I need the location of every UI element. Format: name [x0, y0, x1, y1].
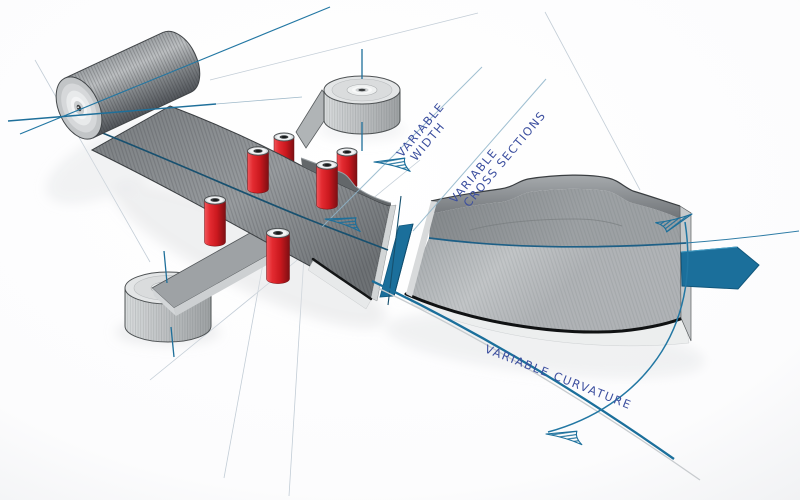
material-roll: [55, 30, 201, 140]
profile-cut-face: [406, 201, 437, 297]
guide-roller-6: [266, 227, 290, 284]
centerline-extension: [685, 230, 800, 244]
band-front: [174, 244, 290, 316]
curvature-line-shadow: [377, 287, 701, 481]
profile-top-texture: [429, 188, 686, 247]
tape-texture: [92, 106, 390, 298]
curvature-arc: [547, 221, 689, 433]
feed-band-lower: [151, 223, 290, 316]
hatched-arrowhead-arc-bottom: [545, 430, 583, 446]
width-indicator-line: [321, 66, 483, 228]
tape-cut-face: [370, 204, 397, 302]
guide-roller-1: [247, 146, 269, 194]
roll-axis-extension: [215, 96, 303, 105]
roll-diagonal-axis: [19, 6, 331, 135]
tape-spool-upper: [323, 75, 401, 135]
spool-axis-lower: [163, 250, 168, 284]
hatched-arrowhead-width-2: [324, 217, 361, 233]
roll-specular: [77, 106, 79, 109]
hatched-arrowhead-width-1: [373, 157, 411, 172]
spool-hole: [358, 88, 366, 92]
tape-crease: [311, 257, 373, 301]
profile-ridge: [469, 218, 623, 231]
slice-edge: [393, 223, 414, 297]
construction-line: [209, 12, 479, 81]
hatched-arrowheads: [324, 157, 693, 446]
profile-centerline: [428, 237, 687, 248]
annotation-lines: [7, 6, 701, 481]
construction-line: [544, 11, 641, 191]
guide-roller-5: [204, 195, 226, 247]
profile-flange-edge: [430, 174, 681, 207]
curvature-line: [371, 279, 675, 460]
band-edge: [152, 288, 176, 316]
feed-direction-arrow: [680, 246, 760, 290]
profile-front-texture: [406, 238, 686, 332]
direction-arrow-highlight: [680, 246, 738, 253]
spool-axis-lower: [170, 326, 175, 358]
formed-profile: [404, 174, 800, 347]
cross-section-indicator-line: [412, 78, 547, 232]
tape-centerline: [99, 131, 389, 251]
guide-roller-3: [316, 160, 338, 210]
profile-flange: [431, 175, 680, 219]
roll-axis-line: [7, 103, 217, 122]
slice-cut-line: [387, 195, 402, 306]
profile-crease: [404, 292, 687, 334]
hatched-arrowhead-arc-top: [655, 213, 693, 233]
